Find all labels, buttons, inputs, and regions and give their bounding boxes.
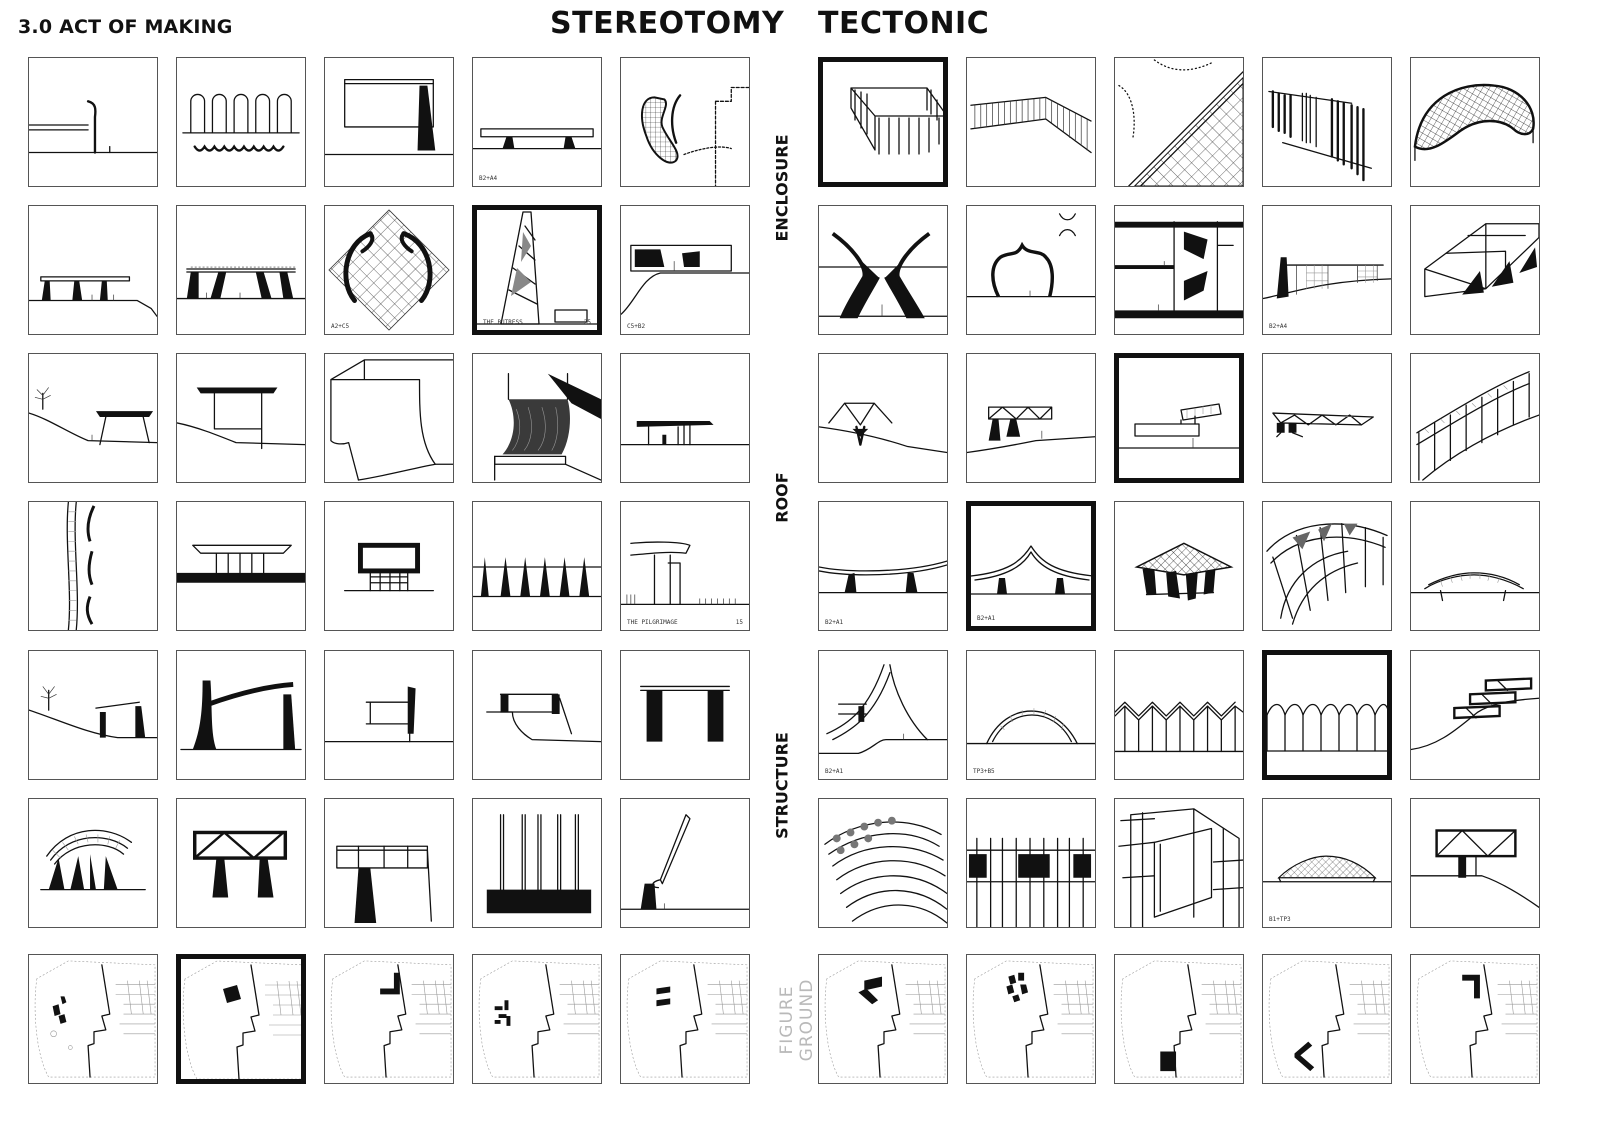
tectonic-sketch-r2-c5 (1410, 205, 1540, 335)
stereotomy-sketch-r3-c1 (28, 353, 158, 483)
tectonic-sketch-r2-c2 (966, 205, 1096, 335)
tectonic-sketch-r6-c3 (1114, 798, 1244, 928)
tectonic-figure-ground-1 (818, 954, 948, 1084)
stereotomy-figure-ground-2 (176, 954, 306, 1084)
tectonic-sketch-r5-c5 (1410, 650, 1540, 780)
figure-ground-line1: FIGURE (777, 985, 797, 1055)
tectonic-sketch-r3-c1 (818, 353, 948, 483)
sheet-title: 3.0 ACT OF MAKING (18, 16, 233, 38)
stereotomy-sketch-r6-c5 (620, 798, 750, 928)
tile-caption: THE PILGRIMAGE (627, 619, 678, 626)
tectonic-sketch-r2-c3 (1114, 205, 1244, 335)
tile-caption: B2+A1 (977, 615, 996, 622)
figure-ground-label: FIGURE GROUND (777, 975, 817, 1065)
tile-caption: C5+B2 (627, 323, 646, 330)
tectonic-sketch-r1-c2 (966, 57, 1096, 187)
stereotomy-sketch-r5-c1 (28, 650, 158, 780)
tectonic-sketch-r5-c2: TP3+B5 (966, 650, 1096, 780)
stereotomy-sketch-r4-c4 (472, 501, 602, 631)
tectonic-sketch-r6-c5 (1410, 798, 1540, 928)
tectonic-sketch-r4-c1: B2+A1 (818, 501, 948, 631)
tectonic-sketch-r3-c4 (1262, 353, 1392, 483)
tile-caption: TP3+B5 (973, 768, 995, 775)
tectonic-figure-ground-4 (1262, 954, 1392, 1084)
tectonic-sketch-r1-c5 (1410, 57, 1540, 187)
tile-page-number: 25 (583, 319, 591, 326)
tectonic-heading: TECTONIC (818, 6, 990, 41)
stereotomy-sketch-r3-c5 (620, 353, 750, 483)
stereotomy-heading: STEREOTOMY (550, 6, 785, 41)
tile-caption: B2+A1 (825, 768, 844, 775)
tile-caption: A2+C5 (331, 323, 350, 330)
stereotomy-sketch-r5-c4 (472, 650, 602, 780)
stereotomy-sketch-r5-c2 (176, 650, 306, 780)
stereotomy-sketch-r1-c1 (28, 57, 158, 187)
tectonic-sketch-r2-c4: B2+A4 (1262, 205, 1392, 335)
stereotomy-sketch-r5-c3 (324, 650, 454, 780)
tectonic-sketch-r4-c2: B2+A1 (966, 501, 1096, 631)
stereotomy-sketch-r1-c3 (324, 57, 454, 187)
tectonic-sketch-r2-c1 (818, 205, 948, 335)
tile-caption: THE BUTRESS (483, 319, 523, 326)
tectonic-sketch-r4-c3 (1114, 501, 1244, 631)
stereotomy-sketch-r3-c4 (472, 353, 602, 483)
stereotomy-sketch-r4-c5: THE PILGRIMAGE 15 (620, 501, 750, 631)
structure-label: STRUCTURE (772, 732, 792, 839)
figure-ground-line2: GROUND (797, 978, 817, 1062)
tectonic-sketch-r1-c4 (1262, 57, 1392, 187)
tectonic-figure-ground-5 (1410, 954, 1540, 1084)
stereotomy-sketch-r6-c4 (472, 798, 602, 928)
stereotomy-sketch-r6-c3 (324, 798, 454, 928)
tile-caption: B2+A4 (1269, 323, 1288, 330)
stereotomy-figure-ground-4 (472, 954, 602, 1084)
tectonic-sketch-r3-c2 (966, 353, 1096, 483)
stereotomy-sketch-r3-c3 (324, 353, 454, 483)
stereotomy-sketch-r4-c2 (176, 501, 306, 631)
tectonic-sketch-r3-c5 (1410, 353, 1540, 483)
tectonic-sketch-r6-c2 (966, 798, 1096, 928)
stereotomy-sketch-r5-c5 (620, 650, 750, 780)
stereotomy-sketch-r3-c2 (176, 353, 306, 483)
stereotomy-sketch-r2-c1 (28, 205, 158, 335)
tectonic-sketch-r5-c4 (1262, 650, 1392, 780)
tectonic-sketch-r5-c1: B2+A1 (818, 650, 948, 780)
tectonic-figure-ground-3 (1114, 954, 1244, 1084)
tectonic-sketch-r1-c3 (1114, 57, 1244, 187)
stereotomy-figure-ground-3 (324, 954, 454, 1084)
tile-caption: B1+TP3 (1269, 916, 1291, 923)
tectonic-sketch-r5-c3 (1114, 650, 1244, 780)
stereotomy-sketch-r1-c4: B2+A4 (472, 57, 602, 187)
tectonic-sketch-r6-c1 (818, 798, 948, 928)
tectonic-sketch-r4-c5 (1410, 501, 1540, 631)
stereotomy-sketch-r1-c5 (620, 57, 750, 187)
tectonic-sketch-r1-c1 (818, 57, 948, 187)
enclosure-label: ENCLOSURE (772, 134, 792, 242)
stereotomy-sketch-r4-c3 (324, 501, 454, 631)
tile-caption: B2+A1 (825, 619, 844, 626)
tectonic-sketch-r4-c4 (1262, 501, 1392, 631)
stereotomy-sketch-r6-c1 (28, 798, 158, 928)
tile-caption: B2+A4 (479, 175, 498, 182)
stereotomy-sketch-r4-c1 (28, 501, 158, 631)
stereotomy-figure-ground-5 (620, 954, 750, 1084)
tectonic-figure-ground-2 (966, 954, 1096, 1084)
stereotomy-sketch-r1-c2 (176, 57, 306, 187)
stereotomy-sketch-r2-c5: C5+B2 (620, 205, 750, 335)
stereotomy-sketch-r2-c4: THE BUTRESS 25 (472, 205, 602, 335)
roof-label: ROOF (772, 472, 792, 523)
tile-page-number: 15 (735, 619, 743, 626)
stereotomy-sketch-r6-c2 (176, 798, 306, 928)
stereotomy-figure-ground-1 (28, 954, 158, 1084)
tectonic-sketch-r3-c3 (1114, 353, 1244, 483)
tectonic-sketch-r6-c4: B1+TP3 (1262, 798, 1392, 928)
stereotomy-sketch-r2-c3: A2+C5 (324, 205, 454, 335)
stereotomy-sketch-r2-c2 (176, 205, 306, 335)
